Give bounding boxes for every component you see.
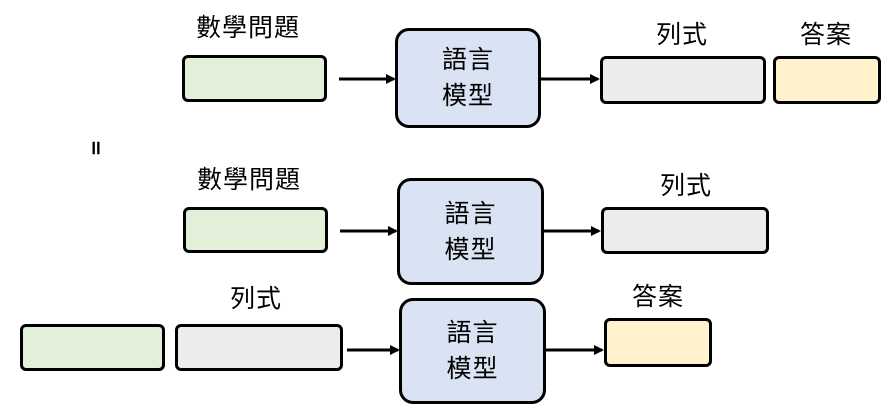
math-question-box bbox=[183, 207, 328, 253]
language-model-box: 語言 模型 bbox=[397, 178, 544, 285]
formula-box bbox=[600, 56, 766, 104]
equals-sign: = bbox=[84, 139, 109, 157]
language-model-box: 語言 模型 bbox=[395, 28, 541, 128]
answer-label: 答案 bbox=[800, 20, 853, 49]
model-label-line2: 模型 bbox=[446, 354, 499, 383]
model-label-line2: 模型 bbox=[441, 81, 494, 110]
model-label-line1: 語言 bbox=[444, 198, 497, 228]
model-label-line2: 模型 bbox=[444, 234, 497, 264]
model-label-line1: 語言 bbox=[446, 318, 499, 347]
math-question-label: 數學問題 bbox=[197, 165, 302, 194]
answer-label: 答案 bbox=[632, 282, 685, 311]
formula-box bbox=[175, 324, 343, 371]
language-model-box: 語言 模型 bbox=[399, 298, 546, 404]
formula-box bbox=[601, 207, 769, 254]
math-question-label: 數學問題 bbox=[196, 13, 301, 42]
formula-label: 列式 bbox=[660, 171, 713, 200]
formula-label: 列式 bbox=[230, 284, 283, 313]
math-question-box bbox=[20, 324, 165, 371]
model-label-line1: 語言 bbox=[441, 45, 494, 74]
math-question-box bbox=[182, 55, 327, 102]
answer-box bbox=[773, 56, 881, 104]
formula-label: 列式 bbox=[656, 20, 709, 49]
answer-box bbox=[604, 318, 712, 367]
